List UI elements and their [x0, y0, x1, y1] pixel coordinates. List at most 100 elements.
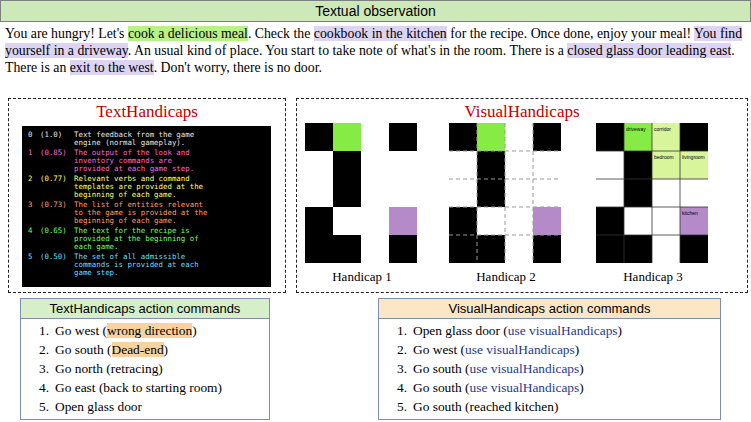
highlighted-note: use visualHandicaps [465, 342, 575, 357]
handicap-group: TextHandicaps 0(1.0)Text feedback from th… [8, 98, 286, 293]
highlighted-note: wrong direction [107, 323, 192, 338]
highlighted-note: use visualHandicaps [470, 380, 580, 395]
list-number: 3. [397, 359, 413, 378]
command-item: 3.Go north (retracing) [39, 359, 263, 378]
command-text: ) [192, 323, 196, 338]
command-text: Go west (use visualHandicaps) [413, 340, 714, 359]
level-description: The output of the look and inventory com… [74, 149, 210, 173]
list-number: 5. [397, 397, 413, 416]
list-number: 3. [39, 359, 55, 378]
list-header: VisualHandicaps action commands [379, 299, 720, 319]
level-weight: (0.50) [40, 253, 74, 277]
map-panel [449, 123, 561, 263]
command-item: 4.Go south (use visualHandicaps) [397, 378, 714, 397]
command-item: 3.Go south (use visualHandicaps) [397, 359, 714, 378]
map-walls [449, 123, 561, 263]
level-weight: (1.0) [40, 131, 74, 147]
highlighted-note: use visualHandicaps [470, 361, 580, 376]
list-number: 4. [39, 378, 55, 397]
level-number: 3 [28, 201, 40, 225]
level-description: Relevant verbs and command templates are… [74, 175, 210, 199]
group-title: TextHandicaps [9, 99, 285, 122]
list-number: 1. [39, 321, 55, 340]
map-cells [305, 123, 417, 263]
observation-text: You are hungry! Let's cook a delicious m… [0, 22, 751, 78]
handicap-level: 4(0.65)The text for the recipe is provid… [28, 227, 265, 251]
command-text: Go east (back to starting room) [55, 378, 263, 397]
command-list: 1.Open glass door (use visualHandicaps)2… [379, 319, 720, 419]
level-number: 4 [28, 227, 40, 251]
observation-panel: Textual observationYou are hungry! Let's… [0, 0, 751, 94]
list-number: 1. [397, 321, 413, 340]
group-title: VisualHandicaps [297, 99, 747, 122]
command-text: Go south (reached kitchen) [413, 399, 558, 414]
list-number: 2. [397, 340, 413, 359]
map-ground [305, 123, 417, 263]
highlighted-note: Dead-end [112, 342, 164, 357]
room-label: kitchen [682, 210, 708, 216]
command-text: Open glass door [55, 397, 263, 416]
command-text: Open glass door (use visualHandicaps) [413, 321, 714, 340]
level-weight: (0.73) [40, 201, 74, 225]
handicap-level: 0(1.0)Text feedback from the game engine… [28, 131, 265, 147]
observation-text: for the recipe. Once done, enjoy your me… [450, 26, 691, 41]
room-label: corridor [654, 126, 680, 132]
terminal-screenshot: 0(1.0)Text feedback from the game engine… [22, 126, 271, 287]
panel-header-text: Textual observation [315, 3, 436, 19]
handicap-level: 1(0.85)The output of the look and invent… [28, 149, 265, 173]
level-weight: (0.85) [40, 149, 74, 173]
list-number: 2. [39, 340, 55, 359]
handicap-level: 5(0.50)The set of all admissible command… [28, 253, 265, 277]
panel-caption: Handicap 3 [597, 269, 709, 284]
observation-text: . An usual kind of place. You start to t… [128, 43, 564, 58]
highlighted-phrase: exit to the west [70, 60, 154, 75]
command-list: 1.Go west (wrong direction)2.Go south (D… [21, 319, 269, 419]
command-item: 2.Go west (use visualHandicaps) [397, 340, 714, 359]
level-description: The text for the recipe is provided at t… [74, 227, 210, 251]
list-header-text: VisualHandicaps action commands [448, 301, 650, 316]
command-text: Go south ( [413, 361, 470, 376]
command-item: 5.Open glass door [39, 397, 263, 416]
command-list-box: VisualHandicaps action commands 1.Open gl… [378, 298, 721, 420]
map-cell [652, 123, 680, 151]
level-description: Text feedback from the game engine (norm… [74, 131, 210, 147]
level-number: 5 [28, 253, 40, 277]
list-number: 4. [397, 378, 413, 397]
level-description: The set of all admissible commands is pr… [74, 253, 210, 277]
map-ground [596, 123, 708, 263]
command-text: Go south (Dead-end) [55, 340, 263, 359]
map-cell [652, 151, 680, 179]
command-text: Go west (wrong direction) [55, 321, 263, 340]
room-label: driveway [626, 126, 652, 132]
panel-caption: Handicap 2 [450, 269, 562, 284]
room-label: bedroom [654, 154, 680, 160]
observation-text: . Check the [248, 26, 310, 41]
list-number: 5. [39, 397, 55, 416]
map-cell [680, 151, 708, 179]
map-ground [449, 123, 561, 263]
highlighted-phrase: cook a delicious meal [128, 26, 248, 41]
level-number: 2 [28, 175, 40, 199]
handicap-level: 2(0.77)Relevant verbs and command templa… [28, 175, 265, 199]
level-weight: (0.65) [40, 227, 74, 251]
list-header-text: TextHandicaps action commands [50, 301, 241, 316]
command-text: Open glass door [55, 399, 142, 414]
map-panel [596, 123, 708, 263]
highlighted-phrase: cookbook in the kitchen [314, 26, 447, 41]
command-item: 1.Open glass door (use visualHandicaps) [397, 321, 714, 340]
handicap-group: VisualHandicapsHandicap 1Handicap 2Handi… [296, 98, 748, 293]
command-text: Go north (retracing) [55, 359, 263, 378]
command-text: Go south (use visualHandicaps) [413, 359, 714, 378]
command-text: Go south ( [55, 342, 112, 357]
observation-text: You are hungry! Let's [5, 26, 125, 41]
highlighted-note: use visualHandicaps [508, 323, 618, 338]
map-walls [596, 123, 708, 263]
command-list-box: TextHandicaps action commands 1.Go west (… [20, 298, 270, 420]
command-text: Go east (back to starting room) [55, 380, 222, 395]
level-number: 1 [28, 149, 40, 173]
map-cells [596, 123, 708, 263]
level-weight: (0.77) [40, 175, 74, 199]
group-title-text: TextHandicaps [96, 102, 198, 121]
command-text: ) [575, 342, 579, 357]
command-text: Open glass door ( [413, 323, 508, 338]
